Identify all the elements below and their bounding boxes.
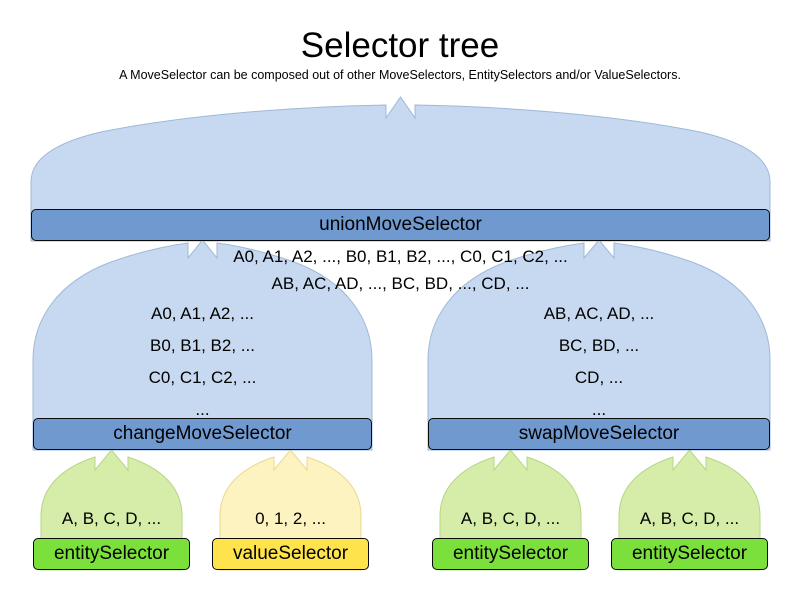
node-entity-selector-2-label: entitySelector [452, 543, 569, 564]
node-change-move-selector[interactable]: A0, A1, A2, ... B0, B1, B2, ... C0, C1, … [32, 239, 373, 451]
node-change-label-bar[interactable]: changeMoveSelector [33, 418, 372, 450]
balloon-arrow-shape [427, 239, 771, 451]
balloon-arrow-shape [30, 96, 771, 242]
node-entity-selector-2-label-bar[interactable]: entitySelector [432, 538, 589, 570]
node-change-label: changeMoveSelector [113, 423, 292, 444]
node-union-label-bar[interactable]: unionMoveSelector [31, 209, 770, 241]
node-entity-selector-3[interactable]: A, B, C, D, ... entitySelector [611, 449, 768, 571]
node-value-selector-1[interactable]: 0, 1, 2, ... valueSelector [212, 449, 369, 571]
balloon-arrow-shape [32, 239, 373, 451]
node-entity-selector-1-label: entitySelector [53, 543, 170, 564]
node-value-selector-1-label-bar[interactable]: valueSelector [212, 538, 369, 570]
node-union-label: unionMoveSelector [319, 214, 482, 235]
node-entity-selector-1[interactable]: A, B, C, D, ... entitySelector [33, 449, 190, 571]
node-value-selector-1-label: valueSelector [232, 543, 349, 564]
page-subtitle: A MoveSelector can be composed out of ot… [119, 68, 681, 82]
node-entity-selector-1-label-bar[interactable]: entitySelector [33, 538, 190, 570]
node-entity-selector-3-label-bar[interactable]: entitySelector [611, 538, 768, 570]
node-entity-selector-2[interactable]: A, B, C, D, ... entitySelector [432, 449, 589, 571]
node-swap-move-selector[interactable]: AB, AC, AD, ... BC, BD, ... CD, ... ... … [427, 239, 771, 451]
node-entity-selector-3-label: entitySelector [631, 543, 748, 564]
node-swap-label-bar[interactable]: swapMoveSelector [428, 418, 770, 450]
node-union-move-selector[interactable]: A0, A1, A2, ..., B0, B1, B2, ..., C0, C1… [30, 96, 771, 293]
page-title: Selector tree [300, 26, 500, 65]
node-swap-label: swapMoveSelector [518, 423, 680, 444]
